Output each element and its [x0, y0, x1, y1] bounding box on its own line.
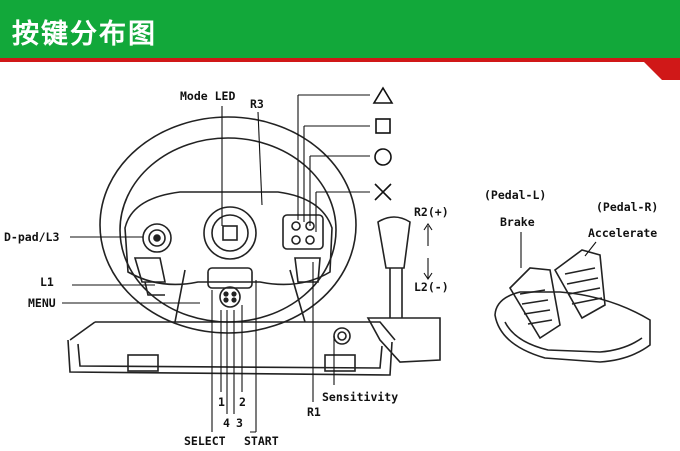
label-l1: L1 [40, 275, 54, 289]
right-grip-pad [294, 257, 321, 283]
circle-icon [374, 148, 392, 166]
pedal-base [494, 291, 651, 363]
wheel-drawing [67, 116, 441, 376]
label-start: START [244, 434, 279, 448]
leader-cross [315, 191, 370, 232]
label-mode-led: Mode LED [180, 89, 235, 103]
label-menu: MENU [28, 296, 56, 310]
gear-shifter-knob [377, 216, 411, 269]
select-start-cluster [219, 286, 241, 308]
wheel-hub [124, 191, 333, 286]
leader-triangle [297, 94, 370, 220]
header-accent-band [0, 58, 680, 62]
label-select: SELECT [184, 434, 226, 448]
label-num-3: 3 [236, 416, 243, 430]
gear-shifter-base [366, 317, 441, 363]
mode-button-ring [203, 206, 257, 260]
leader-r3 [257, 111, 263, 206]
left-grip-pad [133, 257, 166, 283]
arrow-l2 [423, 258, 433, 280]
leader-start [250, 280, 257, 433]
sensitivity-knob [333, 327, 351, 345]
label-num-4: 4 [223, 416, 230, 430]
label-sensitivity: Sensitivity [322, 390, 398, 404]
base-housing [67, 339, 393, 376]
label-dpad-l3: D-pad/L3 [4, 230, 59, 244]
label-r1: R1 [307, 405, 321, 419]
header-corner-tab [640, 58, 680, 80]
label-brake: Brake [500, 215, 535, 229]
label-pedal-r: (Pedal-R) [596, 200, 658, 214]
face-button-block [282, 214, 324, 250]
dpad [142, 223, 172, 253]
cross-icon [374, 183, 392, 201]
page-title: 按键分布图 [12, 19, 157, 50]
base-clamp-right [324, 354, 356, 372]
leader-circle [309, 155, 370, 226]
pedal-unit-drawing [494, 249, 651, 363]
wheel-rim-outer [99, 116, 357, 334]
mode-led [222, 225, 238, 241]
leader-lines [62, 94, 597, 433]
accelerate-pedal [553, 249, 606, 320]
label-num-2: 2 [239, 395, 246, 409]
label-l2-minus: L2(-) [414, 280, 449, 294]
center-button-panel [207, 267, 253, 289]
label-pedal-l: (Pedal-L) [484, 188, 546, 202]
leader-square [303, 125, 370, 222]
base-clamp-left [127, 354, 159, 372]
label-r3: R3 [250, 97, 264, 111]
wheel-rim-inner [119, 137, 337, 323]
label-num-1: 1 [218, 395, 225, 409]
square-icon [375, 118, 391, 134]
label-r2-plus: R2(+) [414, 205, 449, 219]
header-bar: 按键分布图 [0, 0, 680, 58]
label-accelerate: Accelerate [588, 226, 657, 240]
brake-pedal [508, 267, 561, 340]
leader-accelerate [584, 241, 597, 257]
arrow-r2 [423, 223, 433, 246]
triangle-icon [372, 86, 394, 104]
